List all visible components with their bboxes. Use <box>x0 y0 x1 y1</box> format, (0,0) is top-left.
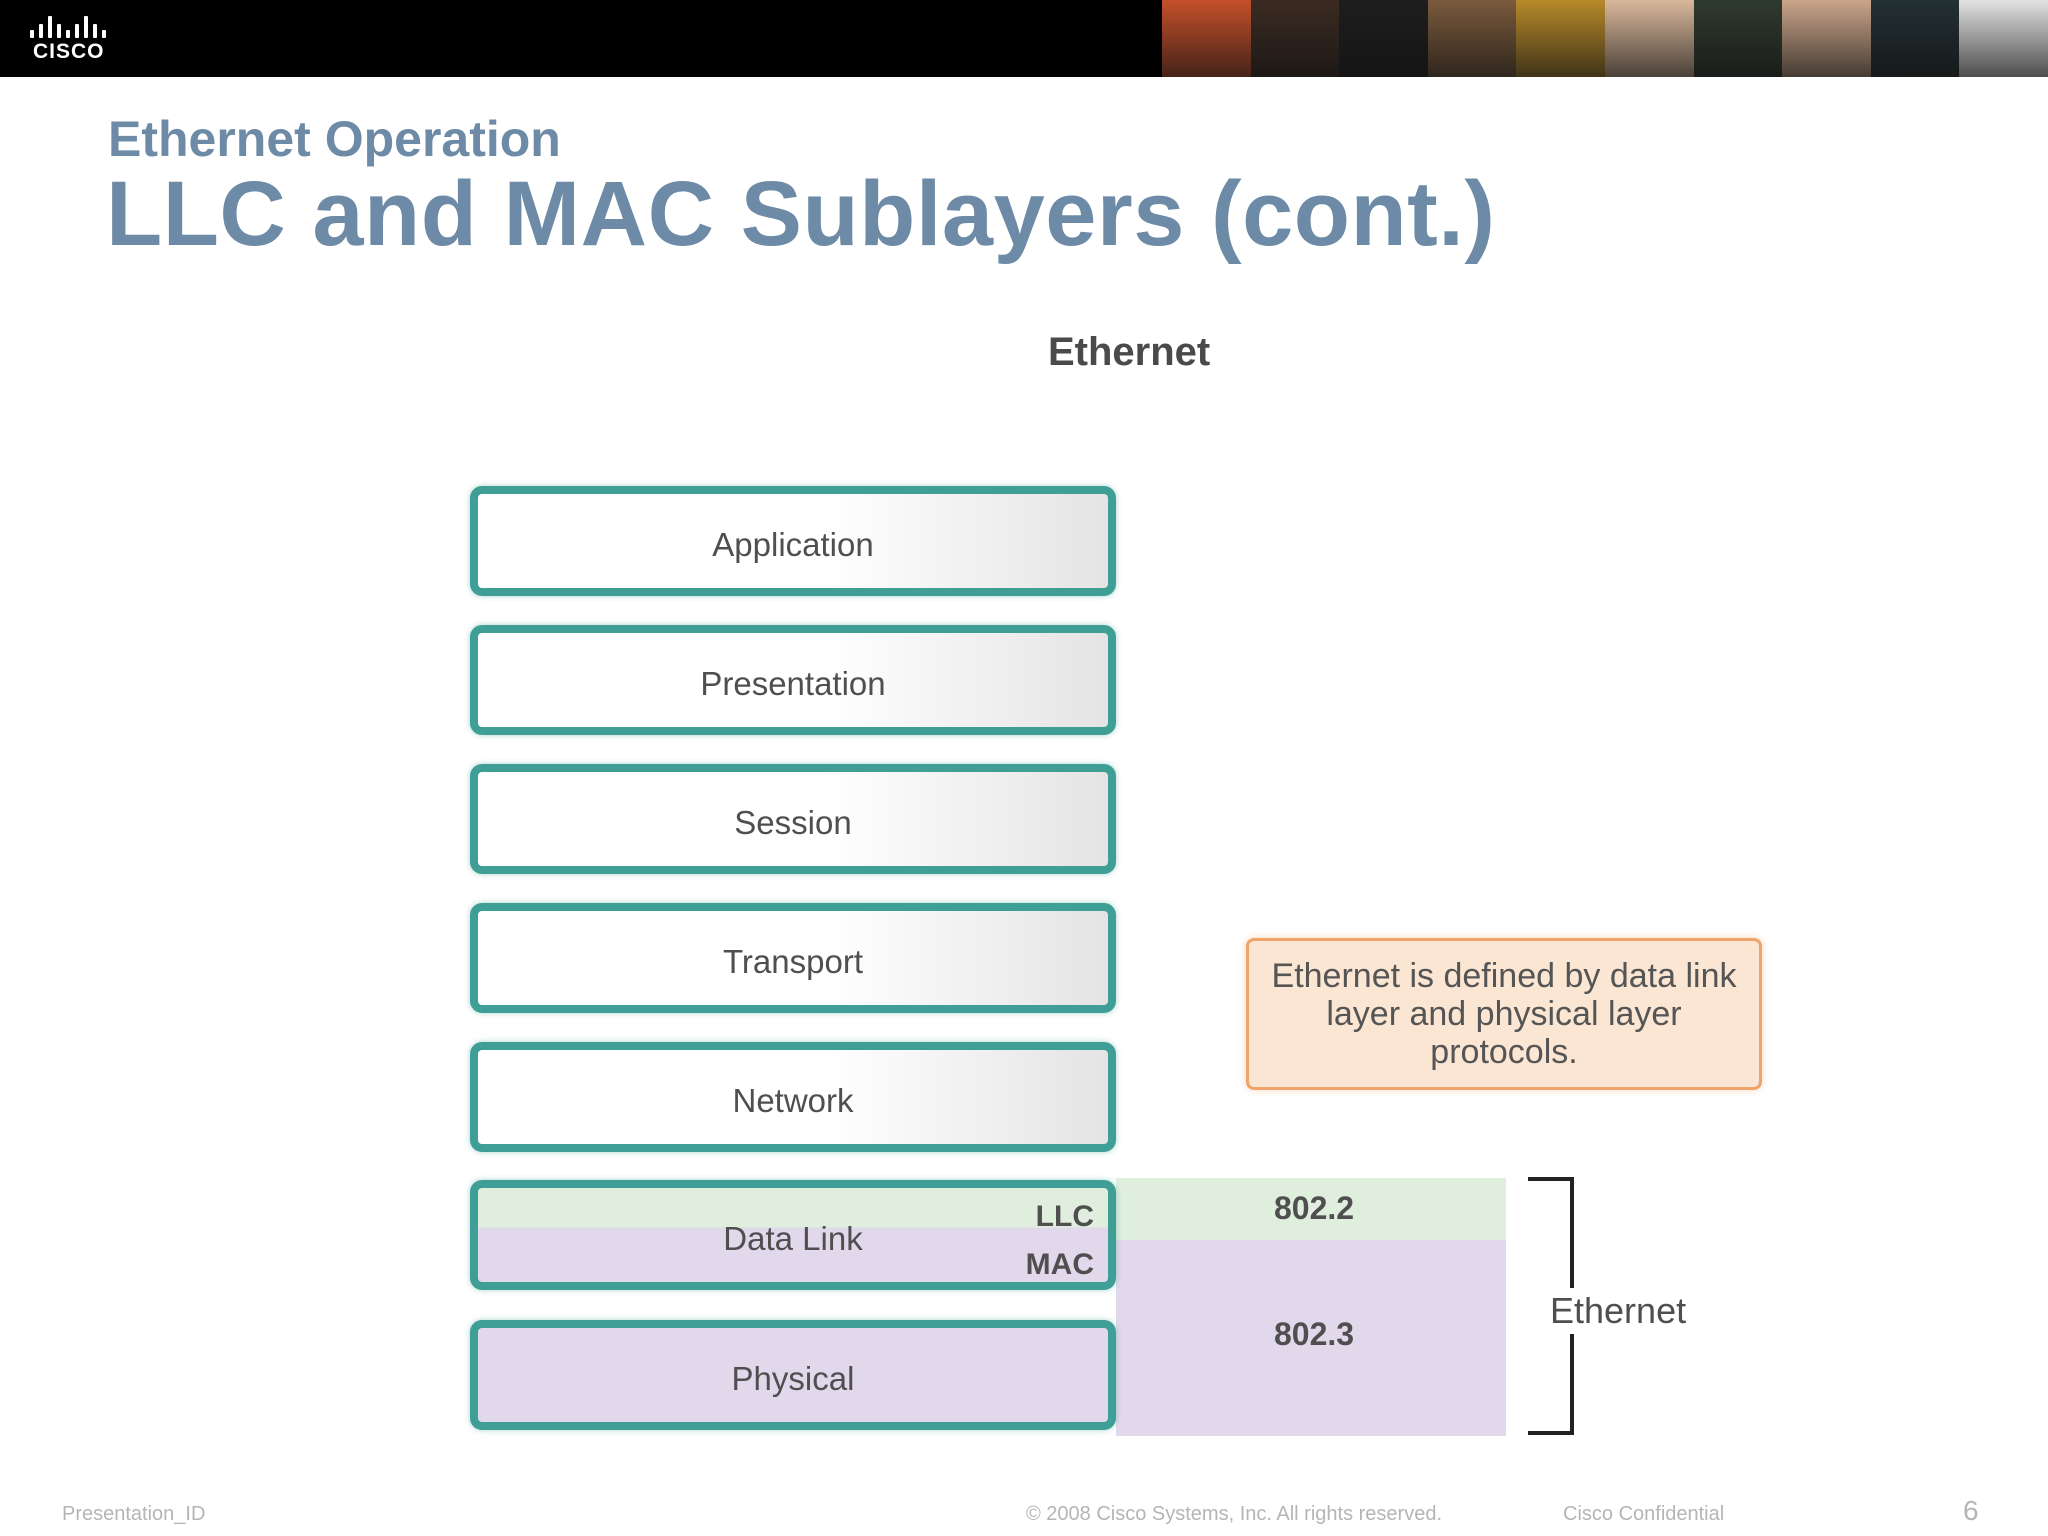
layer-presentation: Presentation <box>470 625 1116 735</box>
standard-802-3: 802.3 <box>1274 1316 1355 1352</box>
header-photo-tile <box>1782 0 1871 77</box>
layer-application: Application <box>470 486 1116 596</box>
header-photo-tile <box>1959 0 2048 77</box>
mac-band: 802.3 <box>1116 1240 1506 1436</box>
layer-label: Session <box>734 804 852 841</box>
callout-text: Ethernet is defined by data link layer a… <box>1271 957 1737 1071</box>
header-photo-tile <box>1516 0 1605 77</box>
cisco-bridge-icon <box>30 14 116 38</box>
layer-label: Physical <box>731 1360 855 1397</box>
layer-session: Session <box>470 764 1116 874</box>
header-bar: CISCO <box>0 0 2048 77</box>
layer-label: Network <box>732 1082 854 1119</box>
diagram-title: Ethernet <box>1048 330 1211 374</box>
bracket-ethernet-label: Ethernet <box>1546 1288 1691 1334</box>
layer-data-link: Data Link LLC MAC <box>470 1180 1116 1290</box>
layer-transport: Transport <box>470 903 1116 1013</box>
footer-confidential: Cisco Confidential <box>1563 1503 1725 1525</box>
llc-band: 802.2 <box>1116 1178 1506 1240</box>
header-photo-tile <box>1162 0 1251 77</box>
header-photo-tile <box>1604 0 1694 77</box>
footer-copyright: © 2008 Cisco Systems, Inc. All rights re… <box>1026 1503 1443 1525</box>
layer-network: Network <box>470 1042 1116 1152</box>
layer-label: Presentation <box>700 665 886 702</box>
header-photo-tile <box>1870 0 1960 77</box>
sublayer-llc-label: LLC <box>1035 1200 1094 1233</box>
header-photo-tile <box>1339 0 1428 77</box>
header-photo-strip <box>1162 0 2048 77</box>
slide-kicker: Ethernet Operation <box>108 111 561 167</box>
layer-label: Application <box>712 526 874 563</box>
layer-physical: Physical <box>470 1320 1116 1430</box>
header-photo-tile <box>1427 0 1517 77</box>
callout-box: Ethernet is defined by data link layer a… <box>1246 938 1762 1090</box>
layer-label: Transport <box>723 943 863 980</box>
cisco-logo-icon: CISCO <box>30 14 140 64</box>
header-photo-tile <box>1693 0 1783 77</box>
page-number: 6 <box>1963 1495 1979 1526</box>
layer-label: Data Link <box>723 1220 863 1257</box>
logo-text: CISCO <box>33 40 105 63</box>
standard-802-2: 802.2 <box>1274 1190 1355 1226</box>
sublayer-mac-label: MAC <box>1025 1248 1094 1281</box>
slide-title: LLC and MAC Sublayers (cont.) <box>106 163 1496 265</box>
header-photo-tile <box>1250 0 1340 77</box>
footer-presentation-id: Presentation_ID <box>62 1503 206 1525</box>
